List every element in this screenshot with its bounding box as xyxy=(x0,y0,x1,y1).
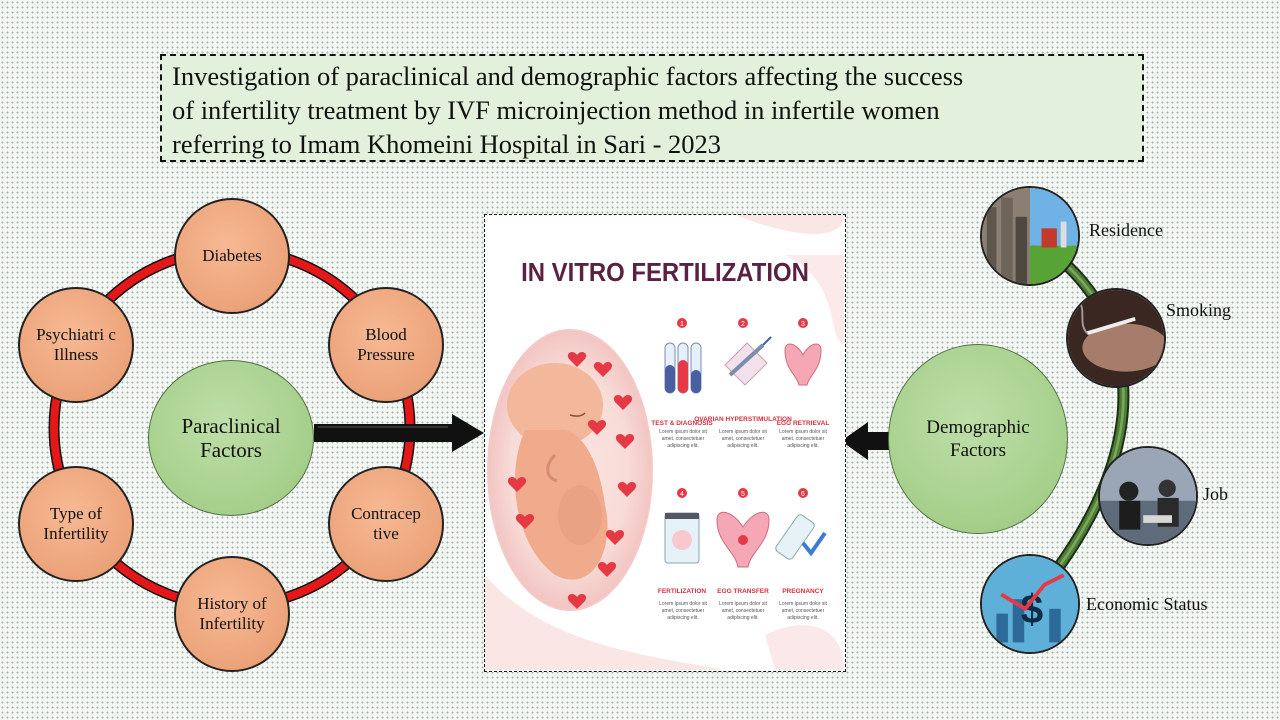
ivf-step-4: 4 FERTILIZATION Lorem ipsum dolor sit am… xyxy=(658,488,707,621)
title-line-1: Investigation of paraclinical and demogr… xyxy=(172,61,964,91)
ivf-step-5: 5 EGG TRANSFER Lorem ipsum dolor sit ame… xyxy=(716,488,770,621)
factor-blood-pressure: Blood Pressure xyxy=(328,287,444,403)
ivf-step-2: 2 OVARIAN HYPERSTIMULATION Lorem ipsum d… xyxy=(694,318,792,449)
residence-photo xyxy=(980,186,1080,286)
demographic-factors-circle: Demographic Factors xyxy=(888,344,1068,534)
ivf-step-6: 6 PREGNANCY Lorem ipsum dolor sit amet, … xyxy=(775,488,827,621)
paraclinical-factors-circle: Paraclinical Factors xyxy=(148,360,314,516)
uterus-icon xyxy=(784,343,822,386)
job-label: Job xyxy=(1203,484,1229,504)
paraclinical-factors-label: Paraclinical Factors xyxy=(181,414,281,462)
svg-text:2: 2 xyxy=(741,321,745,328)
factor-contraceptive-label: Contracep tive xyxy=(351,504,421,543)
smoking-photo xyxy=(1066,288,1166,388)
svg-text:EGG TRANSFER: EGG TRANSFER xyxy=(717,588,769,595)
svg-text:FERTILIZATION: FERTILIZATION xyxy=(658,588,707,595)
right-arrow-icon xyxy=(314,414,484,452)
factor-contraceptive: Contracep tive xyxy=(328,466,444,582)
factor-psychiatric-label: Psychiatri c Illness xyxy=(36,325,116,364)
syringe-icon xyxy=(724,336,772,386)
title-box: Investigation of paraclinical and demogr… xyxy=(160,54,1144,162)
ivf-step-3: 3 EGG RETRIEVAL Lorem ipsum dolor sit am… xyxy=(777,318,830,449)
factor-psychiatric-illness: Psychiatri c Illness xyxy=(18,287,134,403)
svg-text:6: 6 xyxy=(801,491,805,498)
svg-text:OVARIAN HYPERSTIMULATION: OVARIAN HYPERSTIMULATION xyxy=(694,416,792,423)
svg-text:TEST & DIAGNOSIS: TEST & DIAGNOSIS xyxy=(651,420,713,427)
title-line-3: referring to Imam Khomeini Hospital in S… xyxy=(172,129,722,159)
uterus-transfer-icon xyxy=(716,511,770,568)
economic-status-photo: $ xyxy=(980,554,1080,654)
fetus-illustration xyxy=(487,329,653,611)
ivf-heading: IN VITRO FERTILIZATION xyxy=(521,258,809,287)
ivf-step-1: 1 TEST & DIAGNOSIS Lorem ipsum dolor sit… xyxy=(651,318,713,449)
svg-text:EGG RETRIEVAL: EGG RETRIEVAL xyxy=(777,420,830,427)
factor-history-of-infertility: History of Infertility xyxy=(174,556,290,672)
svg-text:$: $ xyxy=(1021,586,1043,632)
svg-text:4: 4 xyxy=(680,491,684,498)
factor-diabetes: Diabetes xyxy=(174,198,290,314)
economic-status-label: Economic Status xyxy=(1086,594,1208,614)
heart-icons xyxy=(507,352,637,609)
svg-text:5: 5 xyxy=(741,491,745,498)
factor-blood-pressure-label: Blood Pressure xyxy=(357,325,415,364)
ivf-infographic: IN VITRO FERTILIZATION 1 xyxy=(484,214,846,672)
petri-dish-icon xyxy=(664,512,700,564)
factor-diabetes-label: Diabetes xyxy=(202,246,262,265)
svg-text:PREGNANCY: PREGNANCY xyxy=(782,588,824,595)
test-tube-icon xyxy=(664,342,702,394)
svg-text:1: 1 xyxy=(680,321,684,328)
svg-text:3: 3 xyxy=(801,321,805,328)
residence-label: Residence xyxy=(1089,220,1163,240)
pregnancy-test-icon xyxy=(775,514,827,560)
factor-history-label: History of Infertility xyxy=(197,594,267,633)
smoking-label: Smoking xyxy=(1166,300,1232,320)
title-line-2: of infertility treatment by IVF microinj… xyxy=(172,95,940,125)
job-photo xyxy=(1098,446,1198,546)
demographic-factors-label: Demographic Factors xyxy=(926,417,1030,461)
left-arrow-icon xyxy=(841,422,894,460)
factor-type-of-infertility: Type of Infertility xyxy=(18,466,134,582)
factor-type-label: Type of Infertility xyxy=(43,504,109,543)
